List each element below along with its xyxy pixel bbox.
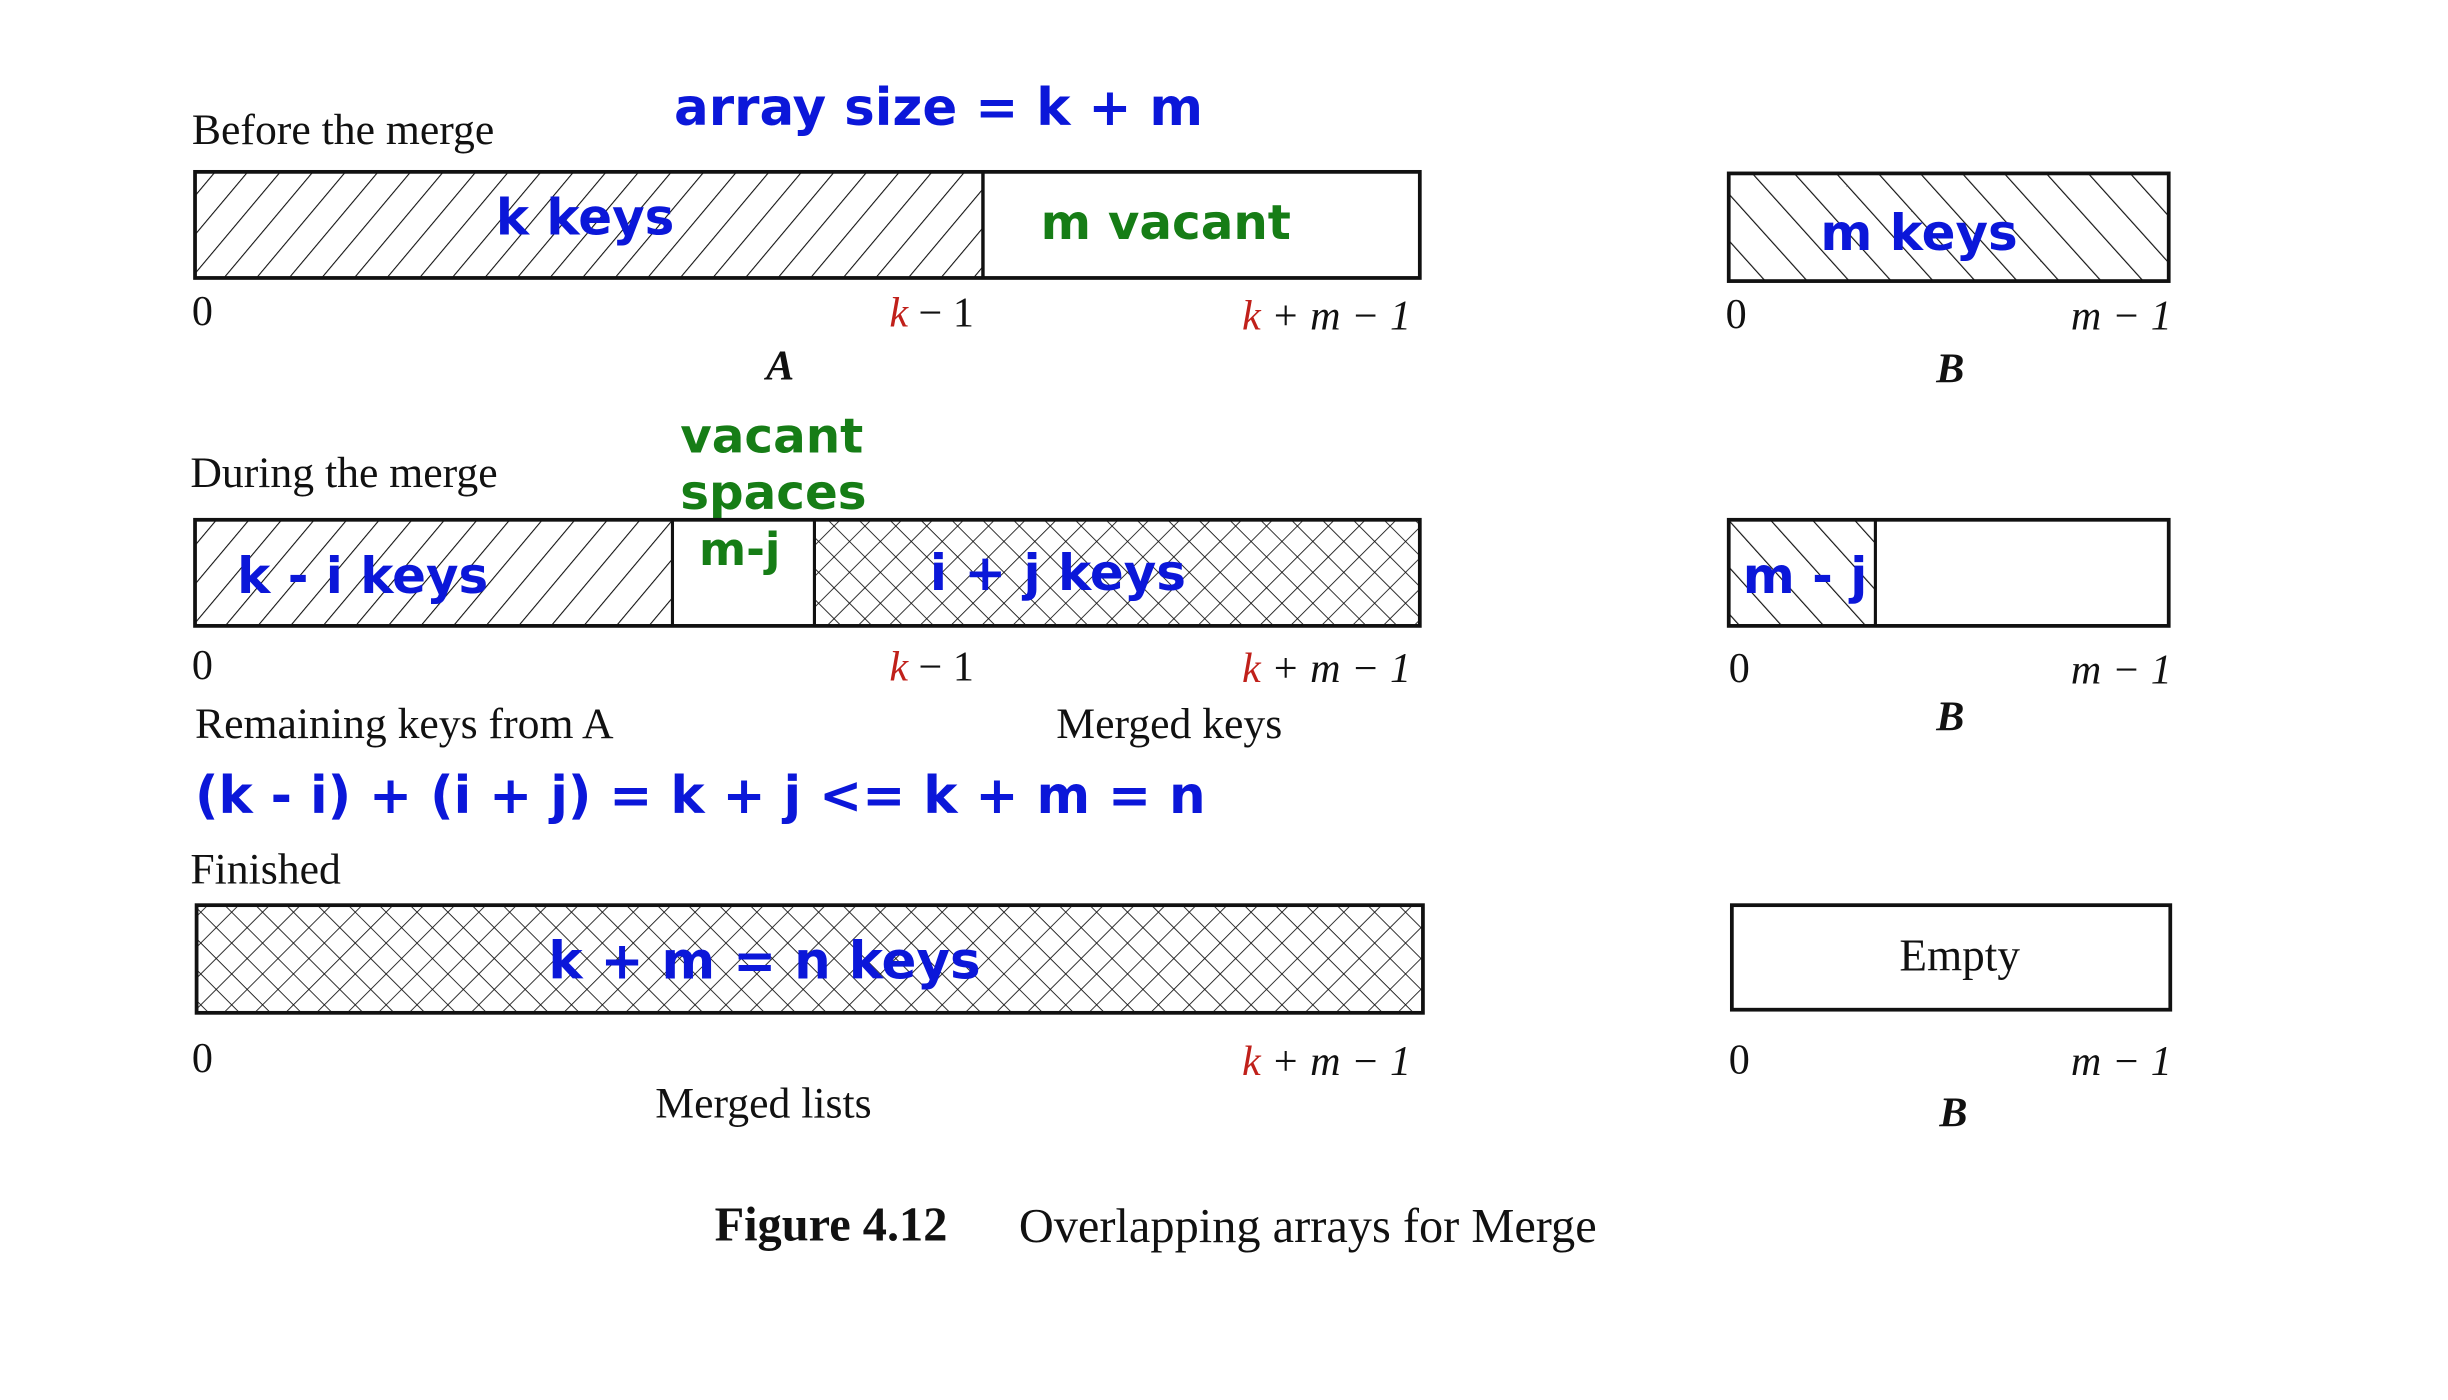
m-keys-label: m keys [1820,204,2017,262]
b-index-0: 0 [1729,645,1750,692]
k-keys-label: k keys [496,188,675,246]
b-index-m-1: m − 1 [2071,647,2172,694]
index-0: 0 [192,1035,213,1082]
array-a-during: m-j k - i keys i + j keys [193,517,1422,628]
b-index-0: 0 [1729,1037,1750,1084]
index-k-m-1: k + m − 1 [1242,1038,1411,1085]
figure-number: Figure 4.12 [715,1199,948,1252]
index-k-m-1: k + m − 1 [1242,645,1411,692]
m-j-vacant-label: m-j [699,523,780,576]
merged-lists-label: Merged lists [655,1079,871,1127]
index-k-1: k − 1 [889,289,974,336]
array-a-label: A [763,342,794,389]
remaining-a-segment [195,519,673,626]
b-box [1726,171,2171,283]
k-i-keys-label: k - i keys [237,547,488,605]
array-size-note: array size = k + m [674,78,1203,138]
figure-caption: Overlapping arrays for Merge [1019,1200,1597,1253]
index-0: 0 [192,642,213,689]
array-b-before: m keys [1726,171,2171,283]
vacant-spaces-label-1: vacant [680,409,863,465]
b-index-m-1: m − 1 [2071,292,2172,339]
index-0: 0 [192,288,213,335]
section-during: During the merge [190,449,497,497]
section-finished: Finished [190,845,341,893]
formula: (k - i) + (i + j) = k + j <= k + m = n [195,766,1206,826]
b-index-m-1: m − 1 [2071,1038,2172,1085]
m-j-keys-label: m - j [1743,547,1868,605]
array-a-before: k keys m vacant [193,169,1422,280]
array-b-label: B [1935,693,1964,740]
array-b-during: m - j [1726,517,2171,628]
a-keys-segment [195,171,983,278]
empty-label: Empty [1899,931,2020,981]
k-m-n-keys-label: k + m = n keys [548,932,980,992]
array-b-label: B [1938,1090,1967,1137]
index-k-m-1: k + m − 1 [1242,292,1411,339]
a-box [193,169,1422,280]
b-index-0: 0 [1726,291,1747,338]
index-k-1: k − 1 [889,643,974,690]
vacant-spaces-label-2: spaces [680,465,866,521]
array-merged: k + m = n keys [194,903,1425,1015]
merged-keys-label: Merged keys [1056,700,1282,748]
remaining-keys-label: Remaining keys from A [195,700,614,748]
m-vacant-label: m vacant [1041,195,1291,251]
i-j-keys-label: i + j keys [930,544,1186,602]
merged-segment [814,519,1420,626]
section-before: Before the merge [192,106,494,154]
array-b-label: B [1935,345,1964,392]
array-b-finished: Empty [1729,903,2173,1012]
